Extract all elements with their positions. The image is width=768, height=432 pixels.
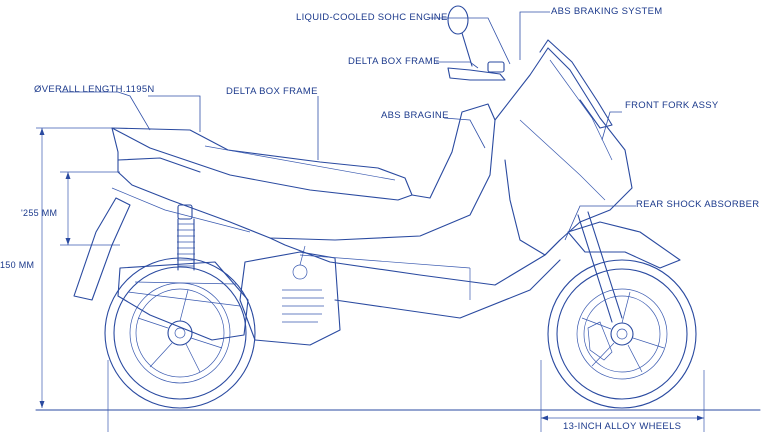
- leader-lines: [60, 11, 636, 241]
- label-delta-frame-top: DELTA BOX FRAME: [348, 56, 440, 67]
- rear-shock-spring: [177, 204, 195, 271]
- label-overall-length: ØVERALL LENGTH.1195N: [34, 84, 155, 95]
- height-dimension-150: [36, 127, 112, 408]
- front-apron: [494, 47, 633, 256]
- front-wheel: [547, 259, 697, 409]
- label-dim-255: '255 MM: [21, 208, 58, 218]
- lower-side-cowl: [334, 259, 561, 319]
- label-front-fork: FRONT FORK ASSY: [625, 100, 719, 111]
- front-fork: [577, 211, 623, 323]
- height-dimension-255: [60, 171, 120, 246]
- floorboard: [269, 237, 561, 286]
- front-fender: [567, 221, 681, 269]
- rear-wheel: [104, 257, 256, 409]
- tail-light: [117, 157, 201, 173]
- label-delta-frame-left: DELTA BOX FRAME: [226, 86, 318, 97]
- label-dim-150: 150 MM: [0, 260, 35, 270]
- label-abs-bracket: ABS BRAGINE: [381, 110, 449, 121]
- rear-fender: [73, 197, 131, 301]
- label-rear-shock: REAR SHOCK ABSORBER: [636, 199, 760, 210]
- label-engine: LIQUID-COOLED SOHC ENGINE: [296, 12, 448, 23]
- label-wheels: 13-INCH ALLOY WHEELS: [563, 421, 682, 432]
- seat: [111, 127, 413, 201]
- label-abs-system: ABS BRAKING SYSTEM: [551, 6, 663, 17]
- handlebar: [447, 5, 506, 81]
- rear-body-panel: [111, 103, 496, 241]
- windshield: [539, 39, 613, 129]
- exhaust-muffler: [117, 261, 249, 341]
- wheel-dimension: [540, 360, 705, 432]
